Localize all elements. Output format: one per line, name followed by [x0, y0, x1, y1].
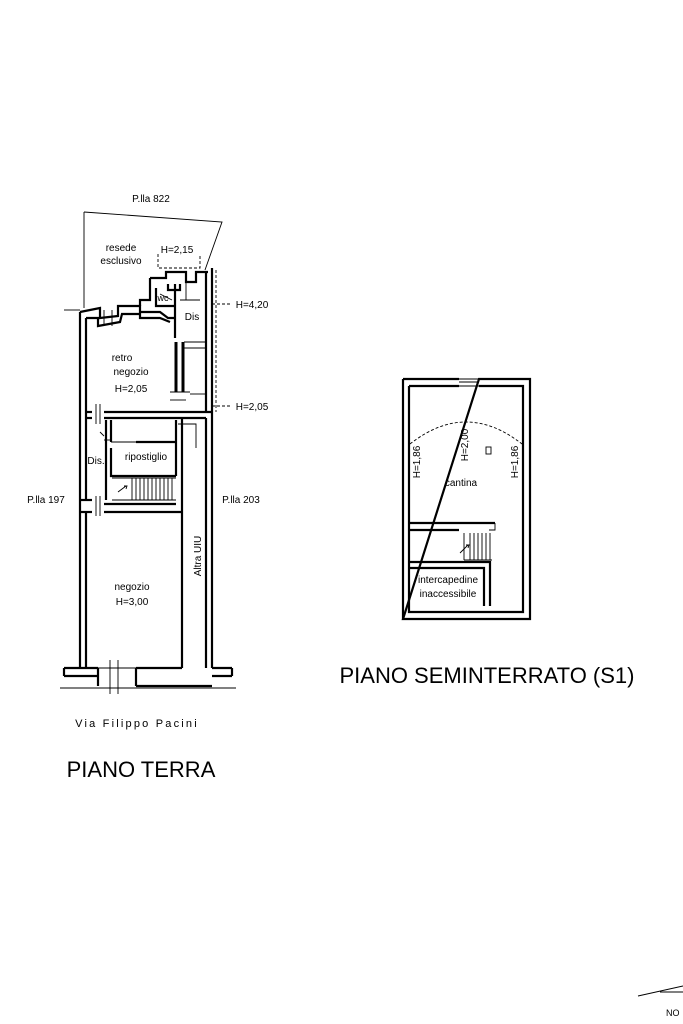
negozio-label: negozio — [114, 582, 149, 593]
north-label: NO — [666, 1008, 680, 1018]
dis-upper-label: Dis — [185, 312, 199, 323]
height-side-upper-label: H=4,20 — [236, 300, 269, 311]
street-name-label: Via Filippo Pacini — [75, 718, 199, 730]
ripostiglio-label: ripostiglio — [125, 452, 168, 463]
wc-label: wc — [157, 293, 169, 303]
resede-height-label: H=2,15 — [161, 245, 194, 256]
height-left-label: H=1,86 — [412, 445, 423, 478]
parcel-822-label: P.lla 822 — [132, 194, 170, 205]
cantina-label: cantina — [445, 478, 478, 489]
negozio-height-label: H=3,00 — [116, 597, 149, 608]
altra-uiu-label: Altra UIU — [193, 536, 204, 577]
ground-floor-plan — [60, 211, 236, 694]
ground-floor-title: PIANO TERRA — [67, 757, 216, 782]
intercapedine-label-line1: intercapedine — [418, 575, 478, 586]
parcel-197-label: P.lla 197 — [27, 495, 65, 506]
basement-title: PIANO SEMINTERRATO (S1) — [339, 663, 634, 688]
height-right-label: H=1,86 — [510, 445, 521, 478]
height-center-label: H=2,00 — [460, 428, 471, 461]
resede-label-line2: esclusivo — [100, 256, 142, 267]
height-side-lower-label: H=2,05 — [236, 402, 269, 413]
retro-negozio-label-line1: retro — [112, 353, 133, 364]
intercapedine-label-line2: inaccessibile — [420, 589, 477, 600]
resede-label-line1: resede — [106, 243, 137, 254]
parcel-203-label: P.lla 203 — [222, 495, 260, 506]
basement-plan — [401, 377, 532, 621]
dis-lower-label: Dis. — [87, 456, 104, 467]
retro-negozio-label-line2: negozio — [113, 367, 148, 378]
retro-negozio-height-label: H=2,05 — [115, 384, 148, 395]
north-arrow — [637, 985, 683, 997]
